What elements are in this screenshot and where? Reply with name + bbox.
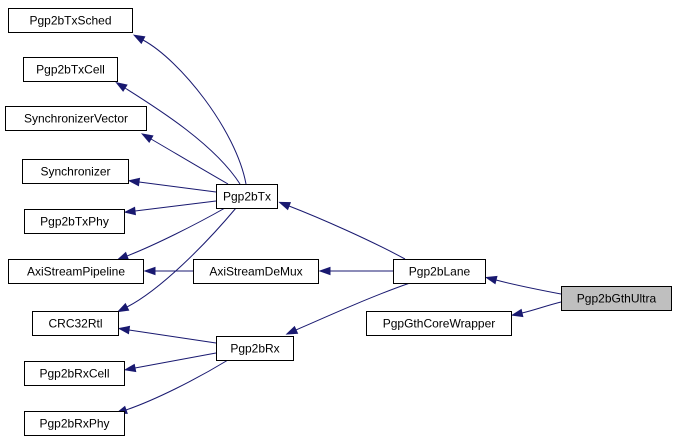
node-pgp2b-rx[interactable]: Pgp2bRx bbox=[216, 336, 294, 361]
edge-pgp2b-tx-to-axi-stream-pipeline bbox=[116, 207, 226, 261]
arrowhead-icon bbox=[285, 325, 299, 335]
node-box[interactable] bbox=[561, 286, 672, 311]
edge-line bbox=[125, 359, 229, 411]
edge-line bbox=[126, 207, 237, 308]
arrowhead-icon bbox=[116, 251, 130, 261]
edge-line bbox=[138, 181, 217, 193]
node-label: SynchronizerVector bbox=[24, 112, 128, 126]
edge-pgp2b-tx-to-pgp2b-tx-cell bbox=[115, 81, 241, 185]
node-label: Pgp2bLane bbox=[409, 265, 471, 279]
edge-pgp2b-tx-to-synchronizer bbox=[127, 177, 217, 193]
node-pgp2b-tx-phy[interactable]: Pgp2bTxPhy bbox=[24, 209, 125, 234]
node-crc32-rtl[interactable]: CRC32Rtl bbox=[32, 311, 119, 336]
node-pgp-gth-core-wrapper[interactable]: PgpGthCoreWrapper bbox=[366, 311, 512, 336]
arrowhead-icon bbox=[115, 81, 128, 92]
edge-pgp2b-rx-to-pgp2b-rx-cell bbox=[123, 352, 217, 373]
node-synchronizer-vector[interactable]: SynchronizerVector bbox=[5, 106, 147, 131]
edge-pgp2b-gth-ultra-to-pgp-gth-core-wrapper bbox=[510, 301, 562, 318]
node-label: CRC32Rtl bbox=[48, 317, 102, 331]
node-label: Synchronizer bbox=[40, 165, 110, 179]
edge-line bbox=[495, 279, 562, 295]
node-box[interactable] bbox=[24, 411, 125, 436]
arrowhead-icon bbox=[123, 363, 137, 373]
nodes-layer: Pgp2bTxSchedPgp2bTxCellSynchronizerVecto… bbox=[5, 8, 672, 436]
node-box[interactable] bbox=[23, 57, 118, 82]
node-label: Pgp2bTxCell bbox=[36, 63, 105, 77]
arrowhead-icon bbox=[127, 177, 141, 187]
node-label: Pgp2bGthUltra bbox=[577, 292, 657, 306]
node-pgp2b-tx-cell[interactable]: Pgp2bTxCell bbox=[23, 57, 118, 82]
arrowhead-icon bbox=[123, 206, 136, 216]
edge-pgp2b-rx-to-crc32-rtl bbox=[117, 325, 217, 344]
node-pgp2b-rx-cell[interactable]: Pgp2bRxCell bbox=[24, 361, 125, 386]
node-box[interactable] bbox=[366, 311, 512, 336]
edge-pgp2b-lane-to-axi-stream-de-mux bbox=[318, 266, 393, 276]
node-label: AxiStreamPipeline bbox=[27, 265, 125, 279]
edge-line bbox=[521, 301, 562, 314]
edge-line bbox=[142, 39, 247, 185]
edge-line bbox=[150, 138, 229, 185]
edge-line bbox=[134, 200, 217, 212]
node-box[interactable] bbox=[8, 8, 133, 33]
edge-line bbox=[128, 329, 217, 344]
arrowhead-icon bbox=[278, 201, 292, 211]
node-label: Pgp2bTxSched bbox=[29, 14, 111, 28]
node-axi-stream-pipeline[interactable]: AxiStreamPipeline bbox=[8, 259, 144, 284]
node-box[interactable] bbox=[193, 259, 319, 284]
edge-pgp2b-tx-to-pgp2b-tx-sched bbox=[132, 34, 247, 185]
arrowhead-icon bbox=[510, 308, 524, 318]
edge-pgp2b-lane-to-pgp2b-rx bbox=[285, 282, 411, 335]
edges-layer bbox=[115, 34, 562, 414]
node-synchronizer[interactable]: Synchronizer bbox=[22, 159, 129, 184]
edge-pgp2b-tx-to-pgp2b-tx-phy bbox=[123, 200, 217, 216]
node-box[interactable] bbox=[24, 209, 125, 234]
arrowhead-icon bbox=[318, 266, 331, 276]
node-label: Pgp2bTxPhy bbox=[40, 215, 109, 229]
node-box[interactable] bbox=[216, 184, 278, 209]
node-box[interactable] bbox=[216, 336, 294, 361]
edge-line bbox=[134, 352, 217, 369]
node-box[interactable] bbox=[22, 159, 129, 184]
arrowhead-icon bbox=[141, 133, 154, 143]
edge-pgp2b-tx-to-synchronizer-vector bbox=[141, 133, 229, 185]
edge-line bbox=[126, 207, 226, 257]
node-box[interactable] bbox=[24, 361, 125, 386]
arrowhead-icon bbox=[484, 275, 498, 285]
arrowhead-icon bbox=[143, 266, 156, 276]
edge-axi-stream-de-mux-to-axi-stream-pipeline bbox=[143, 266, 193, 276]
node-label: Pgp2bRxCell bbox=[39, 367, 109, 381]
node-pgp2b-tx-sched[interactable]: Pgp2bTxSched bbox=[8, 8, 133, 33]
node-label: AxiStreamDeMux bbox=[209, 265, 302, 279]
node-label: Pgp2bRxPhy bbox=[39, 417, 109, 431]
node-box[interactable] bbox=[32, 311, 119, 336]
arrowhead-icon bbox=[116, 302, 130, 313]
node-label: Pgp2bTx bbox=[223, 190, 271, 204]
arrowhead-icon bbox=[117, 325, 131, 335]
edge-pgp2b-lane-to-pgp2b-tx bbox=[278, 201, 406, 260]
node-pgp2b-gth-ultra[interactable]: Pgp2bGthUltra bbox=[561, 286, 672, 311]
edge-pgp2b-gth-ultra-to-pgp2b-lane bbox=[484, 275, 562, 295]
edge-pgp2b-tx-to-crc32-rtl bbox=[116, 207, 237, 313]
node-label: Pgp2bRx bbox=[230, 342, 279, 356]
node-axi-stream-de-mux[interactable]: AxiStreamDeMux bbox=[193, 259, 319, 284]
node-pgp2b-tx[interactable]: Pgp2bTx bbox=[216, 184, 278, 209]
node-box[interactable] bbox=[393, 259, 486, 284]
node-box[interactable] bbox=[5, 106, 147, 131]
node-box[interactable] bbox=[8, 259, 144, 284]
arrowhead-icon bbox=[132, 34, 146, 45]
node-pgp2b-rx-phy[interactable]: Pgp2bRxPhy bbox=[24, 411, 125, 436]
node-label: PgpGthCoreWrapper bbox=[383, 317, 496, 331]
node-pgp2b-lane[interactable]: Pgp2bLane bbox=[393, 259, 486, 284]
edge-line bbox=[124, 87, 241, 185]
edge-line bbox=[288, 205, 406, 260]
edge-line bbox=[295, 282, 411, 331]
